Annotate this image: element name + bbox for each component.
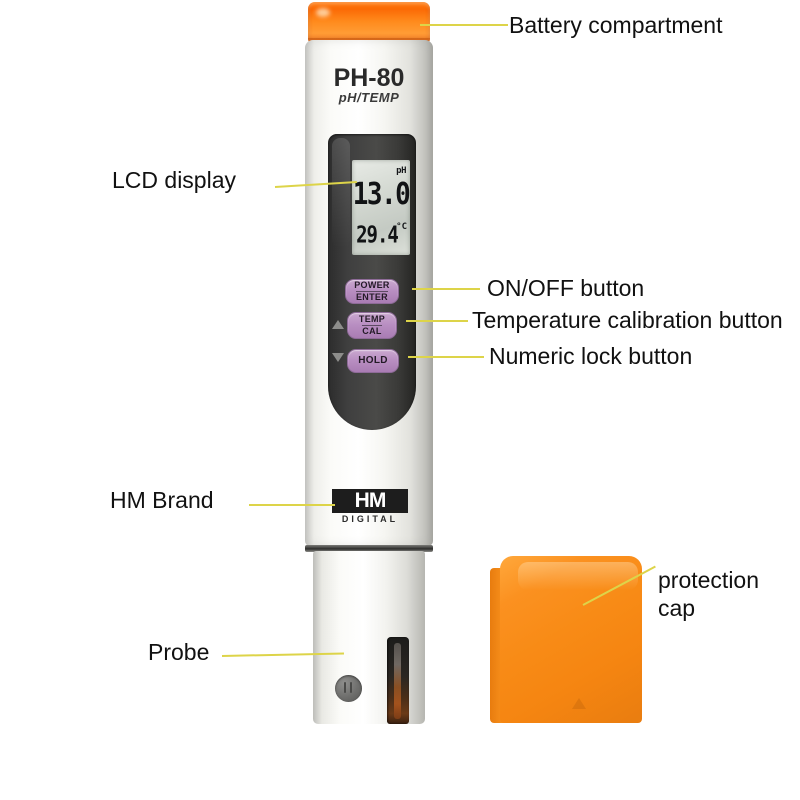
lcd-display: pH 13.0 29.4 °C — [352, 160, 410, 255]
electrode-slot — [387, 637, 409, 724]
protection-cap-triangle-mark — [572, 698, 586, 709]
leader-line-brand — [249, 504, 335, 506]
label-battery-compartment: Battery compartment — [509, 12, 723, 38]
ph-meter-device: PH-80 pH/TEMP pH 13.0 29.4 °C POWER ENTE… — [303, 2, 435, 724]
temp-button-label-line2: CAL — [362, 325, 382, 336]
lcd-ph-value: 13.0 — [352, 177, 410, 213]
label-probe: Probe — [148, 639, 210, 665]
power-enter-button[interactable]: POWER ENTER — [345, 279, 399, 304]
model-name: PH-80 — [333, 64, 405, 92]
label-numeric-lock-button: Numeric lock button — [489, 343, 693, 369]
hold-button[interactable]: HOLD — [347, 349, 399, 373]
leader-line-battery — [420, 24, 508, 26]
label-temperature-calibration-button: Temperature calibration button — [472, 307, 783, 333]
body-probe-seam — [305, 545, 433, 552]
faceplate-gloss — [332, 138, 350, 248]
arrow-up-icon — [332, 320, 344, 329]
lcd-temp-value: 29.4 — [356, 222, 399, 249]
leader-line-onoff — [412, 288, 480, 290]
temp-button-label-line1: TEMP — [358, 314, 386, 324]
temp-cal-button[interactable]: TEMP CAL — [347, 312, 397, 339]
power-button-label-line2: ENTER — [355, 291, 388, 302]
ph-electrode — [394, 643, 401, 719]
hold-button-label: HOLD — [358, 355, 388, 366]
protection-cap-body — [500, 556, 642, 723]
protection-cap — [490, 556, 642, 723]
power-button-label-line1: POWER — [354, 280, 390, 290]
lcd-temp-unit: °C — [396, 222, 407, 232]
leader-line-hold — [408, 356, 484, 358]
temperature-sensor-icon — [335, 675, 362, 702]
label-protection-cap-line1: protection — [658, 567, 760, 593]
lcd-ph-unit: pH — [396, 166, 406, 176]
arrow-down-icon — [332, 353, 344, 362]
brand-mark: HM — [332, 489, 408, 513]
label-on-off-button: ON/OFF button — [487, 275, 645, 301]
brand-subtext: DIGITAL — [341, 514, 399, 524]
label-protection-cap-line2: cap — [658, 595, 696, 621]
model-subtitle: pH/TEMP — [338, 90, 400, 105]
battery-compartment-cap — [308, 2, 430, 42]
hm-digital-logo: HM DIGITAL — [332, 489, 408, 525]
label-lcd-display: LCD display — [112, 167, 236, 193]
label-hm-brand: HM Brand — [110, 487, 214, 513]
leader-line-tempcal — [406, 320, 468, 322]
